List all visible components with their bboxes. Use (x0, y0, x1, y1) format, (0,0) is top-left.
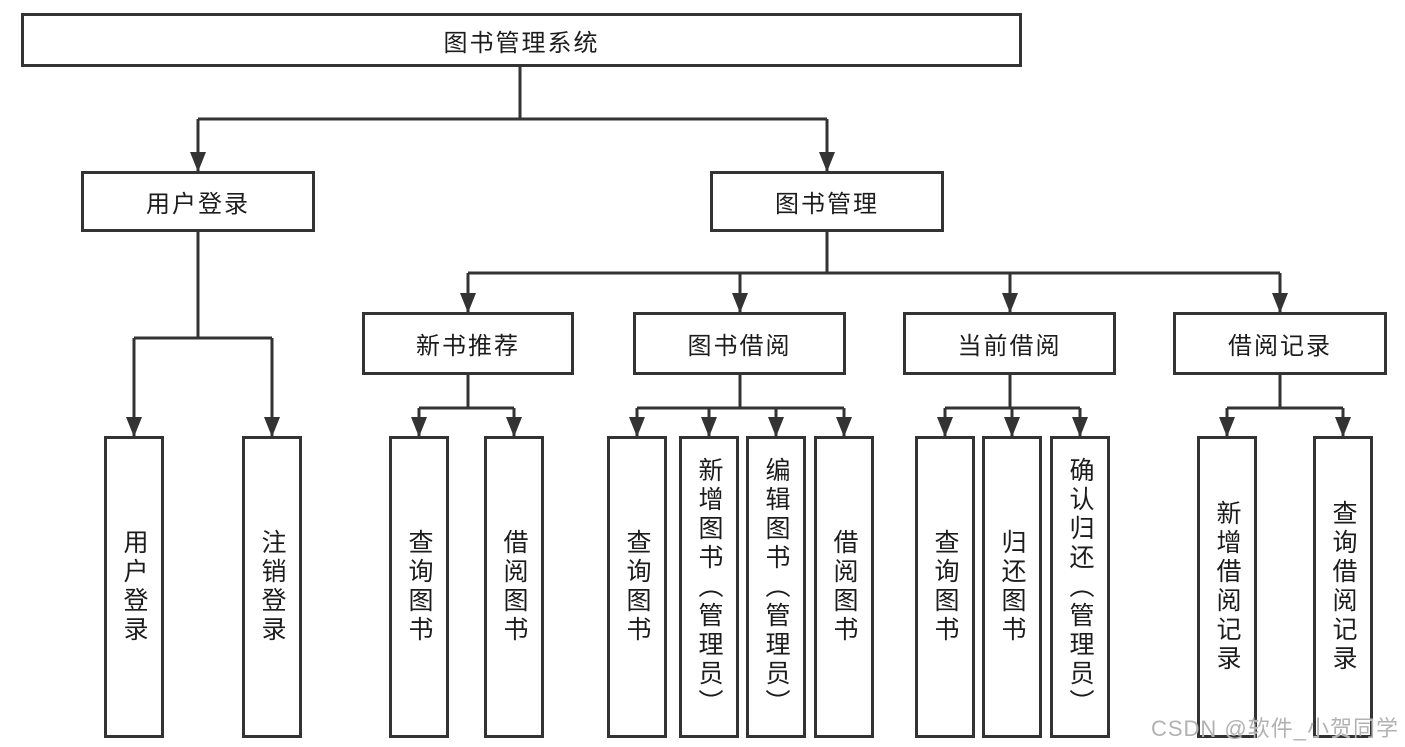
edge-user-login-children (126, 232, 280, 437)
node-label: 查询图书 (405, 529, 433, 645)
node-label: 借阅记录 (1228, 333, 1332, 360)
node-new-book-recommend: 新书推荐 (362, 312, 574, 375)
leaf-borrow-edit-books-admin: 编辑图书（管理员） (746, 436, 806, 738)
node-label: 查询图书 (623, 529, 651, 645)
leaf-borrow-add-books-admin: 新增图书（管理员） (679, 436, 739, 738)
edge-book-management-children (460, 232, 1288, 313)
node-label: 借阅图书 (500, 529, 528, 645)
node-current-borrow: 当前借阅 (903, 312, 1116, 375)
node-user-login: 用户登录 (81, 171, 315, 232)
node-book-management: 图书管理 (710, 171, 944, 232)
leaf-logout: 注销登录 (242, 436, 302, 738)
node-label: 注销登录 (258, 529, 286, 645)
node-label: 查询图书 (931, 529, 959, 645)
leaf-newbook-borrow-books: 借阅图书 (484, 436, 544, 738)
node-label: 编辑图书（管理员） (762, 456, 790, 718)
edge-new-book-children (411, 375, 522, 437)
node-borrow-records: 借阅记录 (1173, 312, 1387, 375)
node-label: 图书借阅 (687, 333, 792, 360)
node-label: 新书推荐 (416, 333, 520, 360)
node-book-borrow: 图书借阅 (633, 312, 846, 375)
node-label: 图书管理 (775, 191, 879, 218)
leaf-user-login: 用户登录 (104, 436, 164, 738)
node-label: 新增图书（管理员） (695, 456, 723, 718)
node-label: 用户登录 (146, 191, 250, 218)
edge-root-children (190, 67, 835, 172)
edge-book-borrow-children (629, 375, 852, 437)
node-label: 确认归还（管理员） (1066, 456, 1094, 718)
node-label: 新增借阅记录 (1213, 500, 1241, 674)
node-label: 查询借阅记录 (1329, 500, 1357, 674)
node-label: 借阅图书 (830, 529, 858, 645)
leaf-current-return-books: 归还图书 (982, 436, 1042, 738)
leaf-records-query-record: 查询借阅记录 (1313, 436, 1373, 738)
leaf-current-query-books: 查询图书 (915, 436, 975, 738)
node-label: 归还图书 (998, 529, 1026, 645)
leaf-newbook-query-books: 查询图书 (389, 436, 449, 738)
leaf-records-add-record: 新增借阅记录 (1197, 436, 1257, 738)
node-root: 图书管理系统 (21, 13, 1022, 67)
edge-current-borrow-children (937, 375, 1088, 437)
leaf-current-confirm-return-admin: 确认归还（管理员） (1050, 436, 1110, 738)
node-label: 用户登录 (120, 529, 148, 645)
leaf-borrow-query-books: 查询图书 (607, 436, 667, 738)
leaf-borrow-borrow-books: 借阅图书 (814, 436, 874, 738)
node-label: 图书管理系统 (443, 29, 600, 57)
csdn-watermark: CSDN @软件_小贺同学 (1150, 716, 1399, 741)
node-label: 当前借阅 (957, 333, 1062, 360)
edge-borrow-records-children (1219, 375, 1351, 437)
